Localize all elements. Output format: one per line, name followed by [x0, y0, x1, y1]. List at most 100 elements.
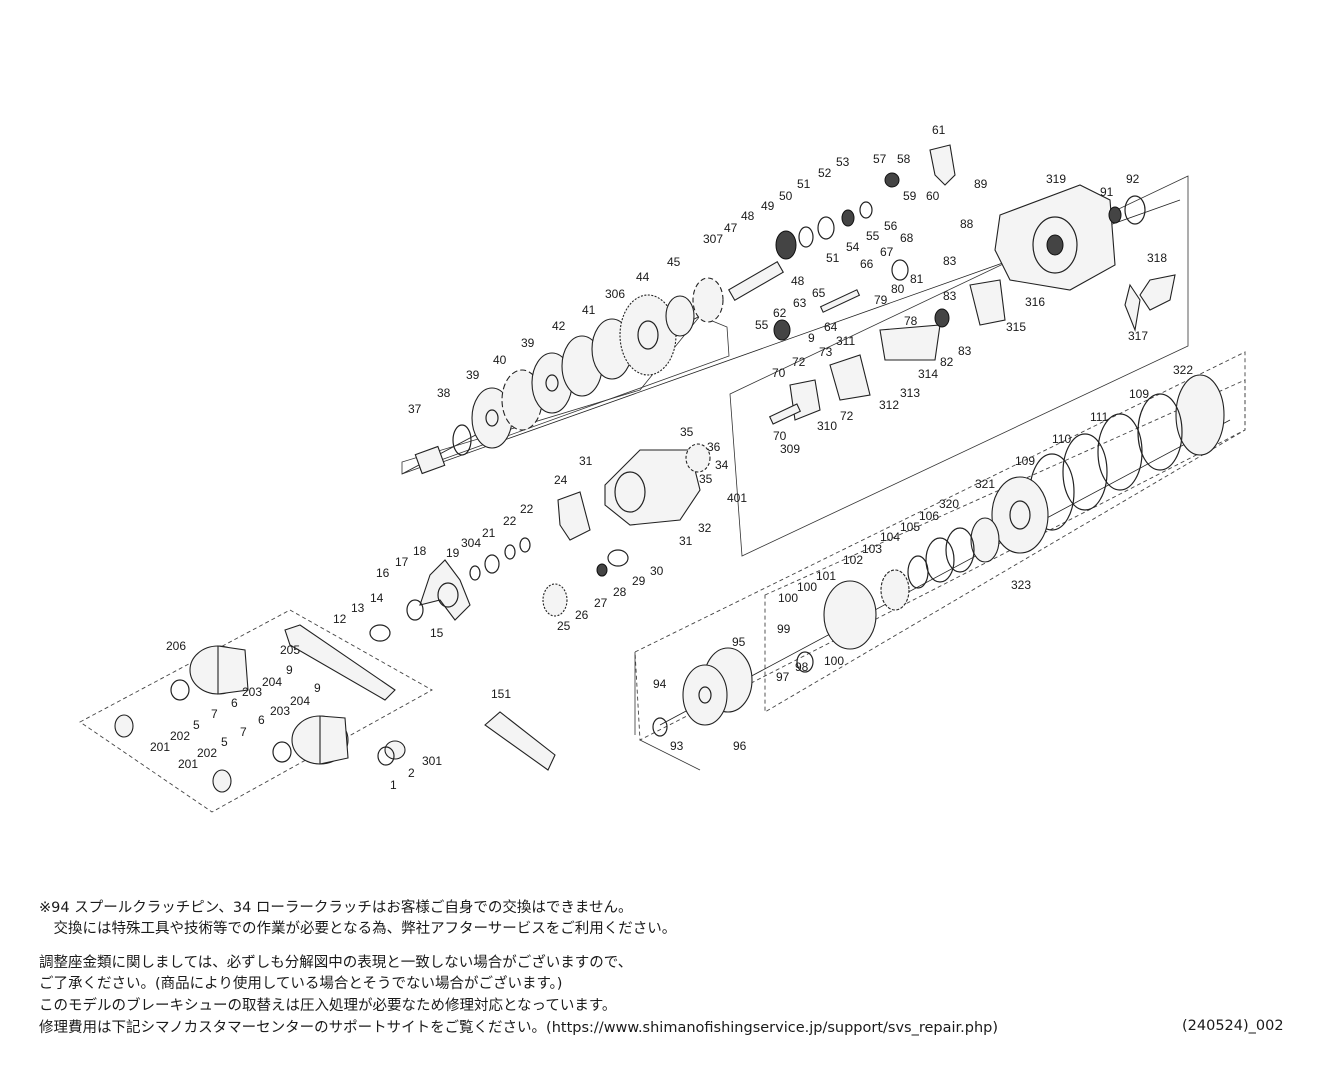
part-label: 41	[582, 303, 596, 317]
part-label: 103	[862, 542, 882, 556]
part-label: 9	[286, 663, 293, 677]
part-label: 64	[824, 320, 838, 334]
part-label: 55	[755, 318, 769, 332]
part-label: 34	[715, 458, 729, 472]
part-label: 310	[817, 419, 837, 433]
part-label: 309	[780, 442, 800, 456]
part-label: 31	[579, 454, 593, 468]
part-label: 31	[679, 534, 693, 548]
part-label: 51	[826, 251, 840, 265]
part-label: 82	[940, 355, 954, 369]
part-label: 104	[880, 530, 900, 544]
part-label: 27	[594, 596, 608, 610]
note-line-2: 交換には特殊工具や技術等での作業が必要となる為、弊社アフターサービスをご利用くだ…	[39, 921, 677, 937]
part-label: 204	[290, 694, 310, 708]
part-label: 93	[670, 739, 684, 753]
part-label: 306	[605, 287, 625, 301]
part-label: 109	[1015, 454, 1035, 468]
part-label: 22	[520, 502, 534, 516]
part-label: 83	[958, 344, 972, 358]
part-label: 57	[873, 152, 887, 166]
part-label: 205	[280, 643, 300, 657]
part-label: 24	[554, 473, 568, 487]
drive-gear-stack	[414, 201, 873, 475]
part-label: 7	[211, 707, 218, 721]
part-label: 319	[1046, 172, 1066, 186]
part-label: 7	[240, 725, 247, 739]
part-label: 22	[503, 514, 517, 528]
part-label: 51	[797, 177, 811, 191]
part-label: 53	[836, 155, 850, 169]
part-label: 9	[314, 681, 321, 695]
part-label: 79	[874, 293, 888, 307]
part-label: 48	[791, 274, 805, 288]
part-label: 58	[897, 152, 911, 166]
part-label: 96	[733, 739, 747, 753]
part-label: 101	[816, 569, 836, 583]
part-label: 203	[242, 685, 262, 699]
part-label: 401	[727, 491, 747, 505]
part-label: 39	[466, 368, 480, 382]
part-label: 54	[846, 240, 860, 254]
part-label: 5	[193, 718, 200, 732]
handle-assembly	[114, 559, 556, 793]
part-label: 151	[491, 687, 511, 701]
part-label: 100	[778, 591, 798, 605]
part-label: 73	[819, 345, 833, 359]
part-label: 40	[493, 353, 507, 367]
part-label: 13	[351, 601, 365, 615]
part-label: 6	[258, 713, 265, 727]
part-label: 26	[575, 608, 589, 622]
part-label: 52	[818, 166, 832, 180]
part-label: 35	[680, 425, 694, 439]
part-label: 304	[461, 536, 481, 550]
part-label: 19	[446, 546, 460, 560]
part-label: 5	[221, 735, 228, 749]
part-label: 100	[797, 580, 817, 594]
part-label: 322	[1173, 363, 1193, 377]
part-label: 109	[1129, 387, 1149, 401]
part-label: 70	[772, 366, 786, 380]
part-label: 72	[840, 409, 854, 423]
part-label: 59	[903, 189, 917, 203]
part-label: 70	[773, 429, 787, 443]
part-label: 61	[932, 123, 946, 137]
part-label: 42	[552, 319, 566, 333]
part-label: 15	[430, 626, 444, 640]
part-label: 2	[408, 766, 415, 780]
part-label: 14	[370, 591, 384, 605]
part-label: 38	[437, 386, 451, 400]
part-label: 60	[926, 189, 940, 203]
part-label: 37	[408, 402, 422, 416]
part-label: 204	[262, 675, 282, 689]
part-label: 67	[880, 245, 894, 259]
part-label: 320	[939, 497, 959, 511]
part-label: 47	[724, 221, 738, 235]
part-label: 105	[900, 520, 920, 534]
part-label: 28	[613, 585, 627, 599]
part-label: 35	[699, 472, 713, 486]
part-label: 81	[910, 272, 924, 286]
part-label: 30	[650, 564, 664, 578]
part-label: 55	[866, 229, 880, 243]
part-label: 318	[1147, 251, 1167, 265]
part-label: 16	[376, 566, 390, 580]
part-label: 316	[1025, 295, 1045, 309]
part-label: 21	[482, 526, 496, 540]
part-label: 12	[333, 612, 347, 626]
part-label: 311	[836, 334, 855, 348]
part-label: 91	[1100, 185, 1114, 199]
part-label: 25	[557, 619, 571, 633]
part-label: 78	[904, 314, 918, 328]
part-label: 92	[1126, 172, 1140, 186]
side-plate-assembly	[652, 374, 1225, 737]
axis-line-2	[659, 419, 1231, 726]
part-label: 110	[1052, 432, 1071, 446]
note-line-3: 調整座金類に関しましては、必ずしも分解図中の表現と一致しない場合がございますので…	[39, 955, 633, 971]
part-label: 6	[231, 696, 238, 710]
part-label: 97	[776, 670, 790, 684]
note-line-1: ※94 スプールクラッチピン、34 ローラークラッチはお客様ご自身での交換はでき…	[39, 900, 633, 916]
part-label: 62	[773, 306, 787, 320]
